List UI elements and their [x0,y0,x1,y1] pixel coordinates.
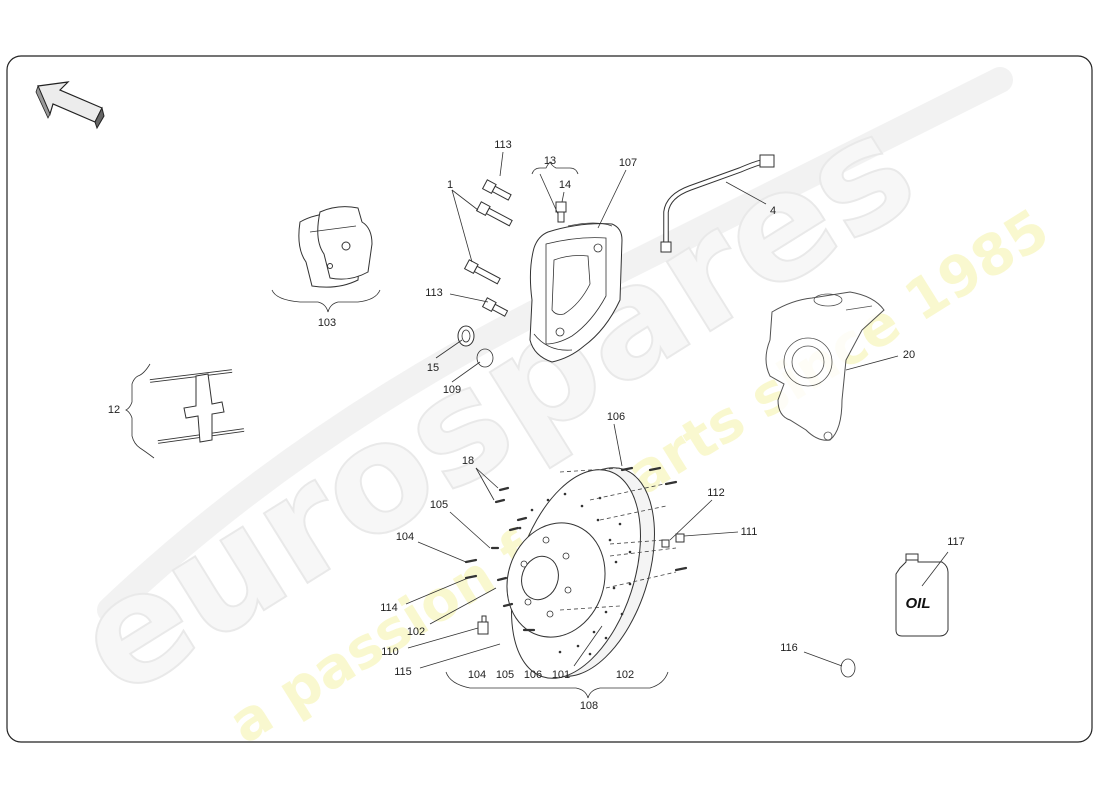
oil-label: OIL [906,595,931,612]
label-112: 112 [707,487,725,499]
label-12: 12 [108,404,120,416]
label-104-left: 104 [396,531,414,543]
bleed-screw [555,201,567,223]
part-labels: 113 13 107 1 14 4 113 103 20 15 109 12 1… [108,139,965,712]
label-113-mid: 113 [425,287,443,299]
brake-caliper [529,222,623,363]
label-106-top: 106 [607,411,625,423]
label-117: 117 [947,536,965,548]
label-103: 103 [318,317,336,329]
o-ring-109 [476,348,494,368]
diagram-frame [6,55,1093,743]
hub-carrier [765,291,885,441]
label-108: 108 [580,700,598,712]
piston-seal [457,325,475,347]
label-105-bottom: 105 [496,669,514,681]
label-20: 20 [903,349,915,361]
label-109: 109 [443,384,461,396]
label-105-top: 105 [430,499,448,511]
brake-hose [660,154,775,253]
label-113-top: 113 [494,139,512,151]
label-110: 110 [381,646,399,658]
label-101: 101 [552,669,570,681]
label-116: 116 [780,642,798,654]
label-104-bottom: 104 [468,669,486,681]
oil-bottle: OIL [895,553,949,637]
label-18: 18 [462,455,474,467]
o-ring-116 [840,658,856,678]
label-4: 4 [770,205,776,217]
label-15: 15 [427,362,439,374]
label-13: 13 [544,155,556,167]
label-102-bottom: 102 [616,669,634,681]
label-106-bottom: 106 [524,669,542,681]
brake-disc [506,467,655,679]
direction-arrow-icon [35,81,105,130]
label-114: 114 [380,602,398,614]
caliper-bolts [463,179,513,317]
label-115: 115 [394,666,412,678]
label-102-left: 102 [407,626,425,638]
label-14: 14 [559,179,571,191]
dashed-alignment-lines [559,467,677,611]
brake-pads [298,206,373,288]
label-107: 107 [619,157,637,169]
disc-studs [464,466,688,632]
pad-retaining-clip [125,363,245,459]
label-111: 111 [741,526,758,538]
leader-lines [405,151,949,699]
label-1: 1 [447,179,453,191]
